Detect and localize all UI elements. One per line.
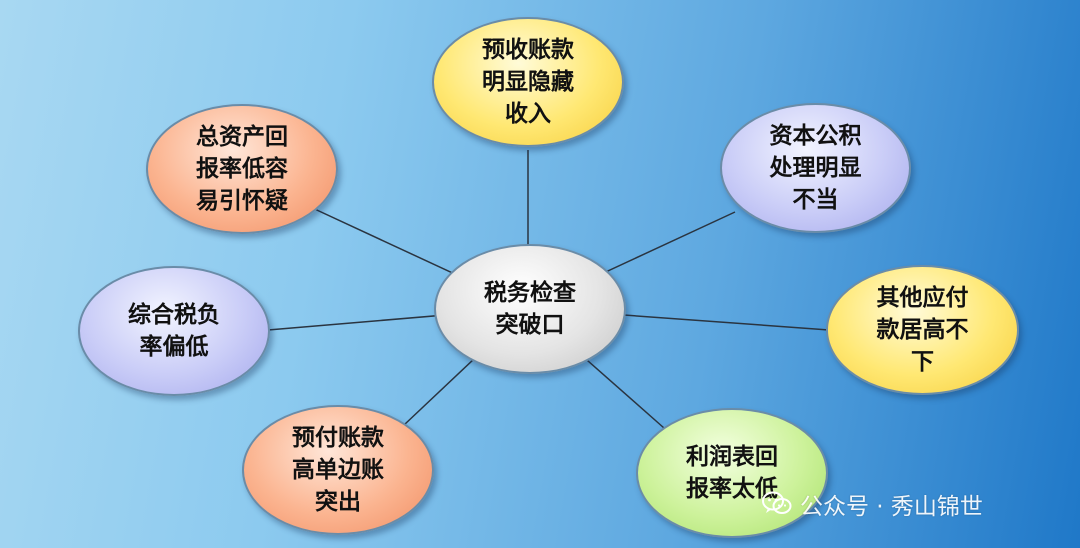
node-top: 预收账款 明显隐藏 收入 (432, 17, 624, 147)
center-node: 税务检查 突破口 (434, 244, 626, 374)
node-upper-right: 资本公积 处理明显 不当 (720, 103, 911, 233)
node-upper-left: 总资产回 报率低容 易引怀疑 (146, 104, 338, 234)
node-lower-right-label: 利润表回 报率太低 (686, 444, 778, 502)
center-node-label: 税务检查 突破口 (484, 280, 576, 338)
node-left: 综合税负 率偏低 (78, 266, 270, 396)
node-top-label: 预收账款 明显隐藏 收入 (482, 37, 574, 127)
node-left-label: 综合税负 率偏低 (128, 302, 220, 360)
node-lower-right: 利润表回 报率太低 (636, 408, 828, 538)
node-right-label: 其他应付 款居高不 下 (876, 285, 969, 375)
node-right: 其他应付 款居高不 下 (826, 265, 1019, 395)
wechat-icon (762, 491, 792, 514)
node-upper-left-label: 总资产回 报率低容 易引怀疑 (196, 124, 288, 214)
node-lower-left: 预付账款 高单边账 突出 (242, 405, 434, 535)
node-lower-left-label: 预付账款 高单边账 突出 (292, 425, 384, 515)
watermark: 公众号 · 秀山锦世 (762, 484, 983, 524)
node-upper-right-label: 资本公积 处理明显 不当 (769, 123, 862, 213)
watermark-text: 公众号 · 秀山锦世 (800, 494, 983, 520)
